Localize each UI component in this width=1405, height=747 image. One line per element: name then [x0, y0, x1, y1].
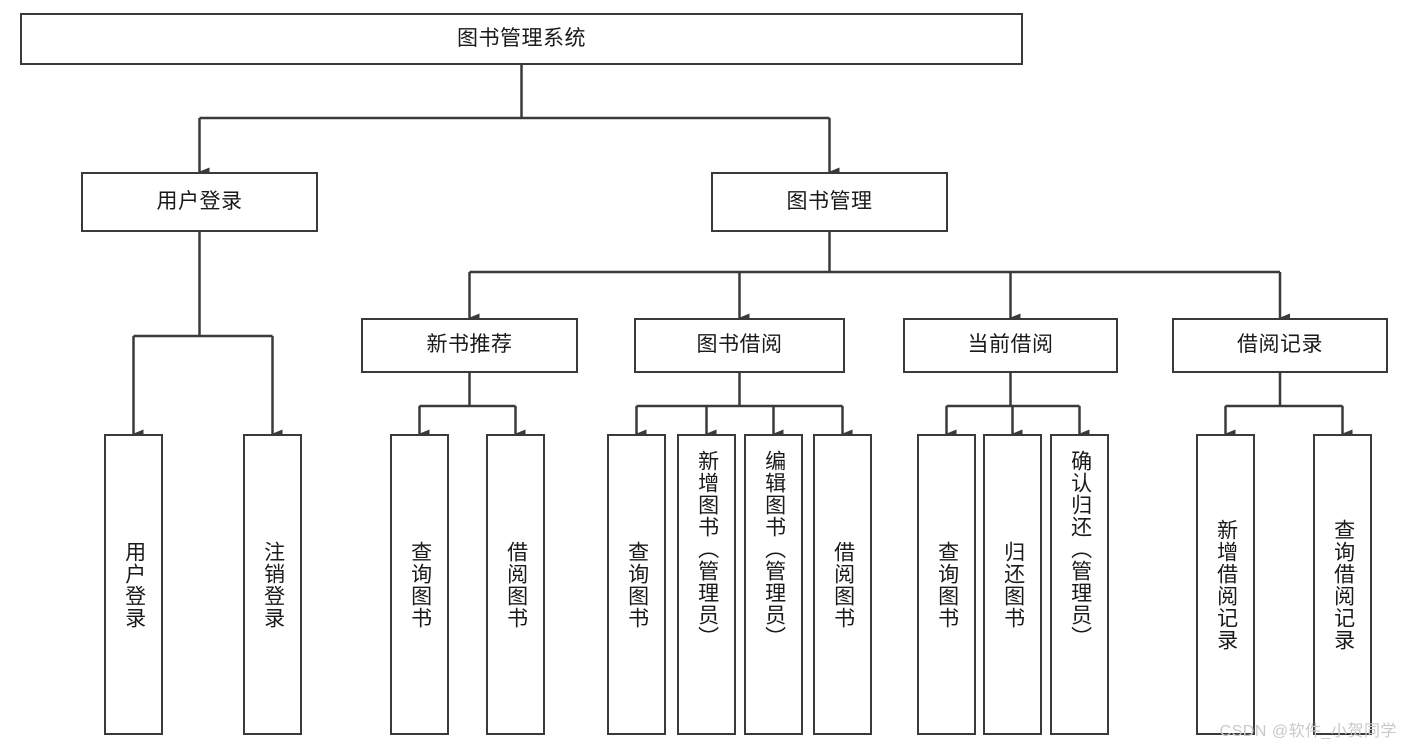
- node-leaf-12[interactable]: 新增借阅记录: [1196, 434, 1255, 735]
- node-label-bookmgmt: 图书管理: [786, 189, 873, 213]
- node-leaf-10[interactable]: 归还图书: [983, 434, 1042, 735]
- node-label-leaf-9: 查询图书: [935, 540, 959, 629]
- node-leaf-8[interactable]: 借阅图书: [813, 434, 872, 735]
- node-leaf-3[interactable]: 查询图书: [390, 434, 449, 735]
- edge-paths: [132, 65, 1353, 439]
- node-label-current: 当前借阅: [967, 333, 1054, 357]
- node-leaf-11[interactable]: 确认归还（管理员）: [1050, 434, 1109, 735]
- node-records[interactable]: 借阅记录: [1172, 318, 1388, 373]
- node-leaf-1[interactable]: 用户登录: [104, 434, 163, 735]
- node-leaf-5[interactable]: 查询图书: [607, 434, 666, 735]
- node-label-leaf-1: 用户登录: [122, 540, 146, 629]
- node-label-leaf-3: 查询图书: [408, 540, 432, 629]
- node-leaf-13[interactable]: 查询借阅记录: [1313, 434, 1372, 735]
- node-label-records: 借阅记录: [1237, 333, 1323, 357]
- node-label-root: 图书管理系统: [457, 26, 586, 50]
- node-label-leaf-4: 借阅图书: [504, 540, 528, 629]
- node-leaf-2[interactable]: 注销登录: [243, 434, 302, 735]
- node-leaf-6[interactable]: 新增图书（管理员）: [677, 434, 736, 735]
- node-label-leaf-7: 编辑图书（管理员）: [762, 450, 786, 648]
- node-label-newbook: 新书推荐: [426, 333, 513, 357]
- node-borrow[interactable]: 图书借阅: [634, 318, 845, 373]
- node-label-borrow: 图书借阅: [696, 333, 783, 357]
- node-label-leaf-12: 新增借阅记录: [1214, 518, 1238, 651]
- node-label-leaf-5: 查询图书: [625, 540, 649, 629]
- node-bookmgmt[interactable]: 图书管理: [711, 172, 948, 232]
- node-current[interactable]: 当前借阅: [903, 318, 1118, 373]
- node-label-leaf-2: 注销登录: [261, 540, 285, 629]
- node-leaf-4[interactable]: 借阅图书: [486, 434, 545, 735]
- csdn-watermark: CSDN @软件_小贺同学: [1219, 723, 1397, 740]
- node-login[interactable]: 用户登录: [81, 172, 318, 232]
- node-root[interactable]: 图书管理系统: [20, 13, 1023, 65]
- node-label-leaf-8: 借阅图书: [831, 540, 855, 629]
- node-label-leaf-11: 确认归还（管理员）: [1068, 450, 1092, 648]
- node-label-leaf-10: 归还图书: [1001, 540, 1025, 629]
- node-leaf-7[interactable]: 编辑图书（管理员）: [744, 434, 803, 735]
- node-label-leaf-6: 新增图书（管理员）: [695, 450, 719, 648]
- node-label-leaf-13: 查询借阅记录: [1331, 518, 1355, 651]
- node-leaf-9[interactable]: 查询图书: [917, 434, 976, 735]
- node-label-login: 用户登录: [156, 189, 243, 213]
- node-newbook[interactable]: 新书推荐: [361, 318, 578, 373]
